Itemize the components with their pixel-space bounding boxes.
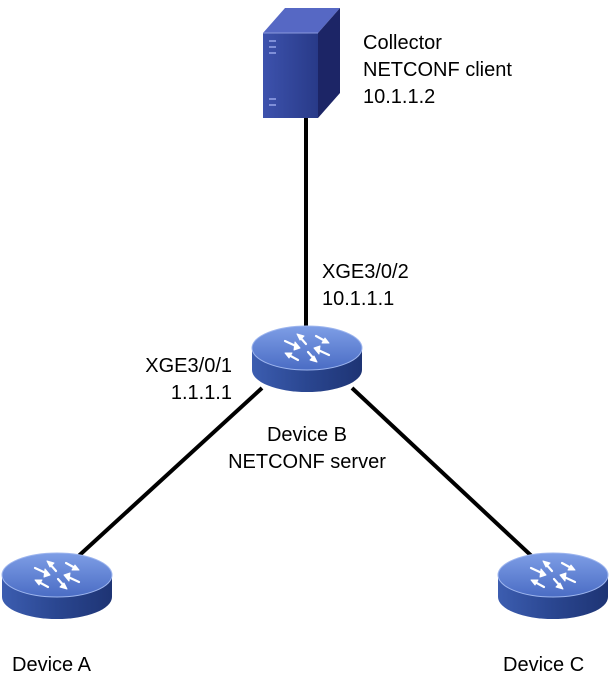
port-left-ip: 1.1.1.1 — [170, 382, 232, 404]
device-a-label: Device A — [12, 652, 91, 679]
collector-role: NETCONF client — [363, 59, 512, 81]
router-icon — [252, 326, 362, 392]
port-up-name: XGE3/0/2 — [322, 261, 409, 283]
port-up-ip: 10.1.1.1 — [322, 288, 395, 310]
collector-name: Collector — [363, 32, 442, 54]
collector-label: Collector NETCONF client 10.1.1.2 — [363, 30, 512, 111]
server-tower-icon — [263, 8, 340, 118]
device-b-name: Device B — [266, 424, 348, 446]
router-icon — [2, 553, 112, 619]
port-up-label: XGE3/0/2 10.1.1.1 — [322, 259, 409, 313]
device-a-name: Device A — [12, 654, 91, 676]
device-c-name: Device C — [503, 654, 585, 676]
port-left-name: XGE3/0/1 — [145, 355, 232, 377]
link-device-b-device-c — [350, 386, 540, 564]
router-icon — [498, 553, 608, 619]
link-device-b-device-a — [70, 386, 264, 564]
port-left-label: XGE3/0/1 1.1.1.1 — [145, 353, 232, 407]
device-b-label: Device B NETCONF server — [210, 422, 404, 476]
collector-ip: 10.1.1.2 — [363, 86, 436, 108]
device-b-role: NETCONF server — [228, 451, 386, 473]
device-c-label: Device C — [503, 652, 584, 679]
